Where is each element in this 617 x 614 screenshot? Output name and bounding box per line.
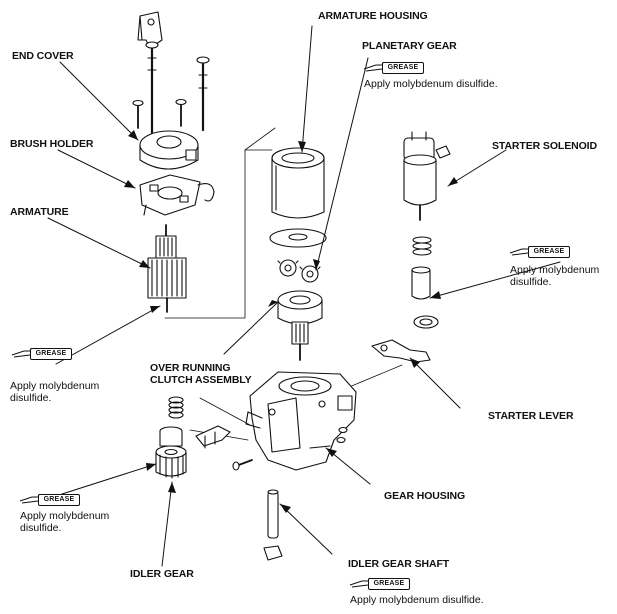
grease-icon: GREASE	[362, 60, 424, 74]
note-armature: Apply molybdenum disulfide.	[10, 380, 99, 404]
grease-icon: GREASE	[10, 346, 72, 360]
note-armature-line1: Apply molybdenum	[10, 380, 100, 392]
label-idler-gear-shaft: IDLER GEAR SHAFT	[348, 558, 450, 570]
label-brush-holder: BRUSH HOLDER	[10, 138, 94, 150]
label-end-cover: END COVER	[12, 50, 74, 62]
grease-tag-solenoid: GREASE	[528, 246, 570, 258]
internal-gear-washer	[269, 228, 327, 248]
gear-housing-part	[245, 371, 357, 471]
armature-part	[147, 224, 187, 313]
grease-tag-shaft: GREASE	[368, 578, 410, 590]
starter-solenoid-part	[403, 131, 451, 221]
note-starter-solenoid-line1: Apply molybdenum	[510, 264, 600, 276]
note-armature-line2: disulfide.	[10, 392, 52, 404]
note-idler-gear-line1: Apply molybdenum	[20, 510, 110, 522]
label-armature-housing: ARMATURE HOUSING	[318, 10, 428, 22]
end-cover-bracket-and-bolts	[132, 11, 210, 147]
note-planetary-gear: Apply molybdenum disulfide.	[364, 78, 498, 90]
label-starter-solenoid: STARTER SOLENOID	[492, 140, 597, 152]
leader-arrowheads	[124, 130, 458, 513]
grease-icon: GREASE	[18, 492, 80, 506]
note-starter-solenoid-line2: disulfide.	[510, 276, 552, 288]
brush-holder-part	[139, 174, 215, 216]
solenoid-plunger-part	[411, 236, 439, 329]
leader-lines	[47, 25, 561, 567]
label-over-running-clutch-line2: CLUTCH ASSEMBLY	[150, 374, 252, 386]
idler-gear-shaft-part	[263, 489, 283, 561]
note-idler-gear-shaft: Apply molybdenum disulfide.	[350, 594, 484, 606]
label-over-running-clutch: OVER RUNNING CLUTCH ASSEMBLY	[150, 362, 252, 386]
label-armature: ARMATURE	[10, 206, 69, 218]
grease-tag-idler: GREASE	[38, 494, 80, 506]
note-starter-solenoid: Apply molybdenum disulfide.	[510, 264, 599, 288]
grease-icon: GREASE	[348, 576, 410, 590]
label-gear-housing: GEAR HOUSING	[384, 490, 466, 502]
housing-bolt-part	[232, 459, 253, 471]
label-starter-lever: STARTER LEVER	[488, 410, 574, 422]
label-over-running-clutch-line1: OVER RUNNING	[150, 362, 231, 374]
idler-spring-part	[168, 396, 231, 449]
note-idler-gear-line2: disulfide.	[20, 522, 62, 534]
grease-tag-planetary: GREASE	[382, 62, 424, 74]
grease-tag-armature: GREASE	[30, 348, 72, 360]
note-idler-gear: Apply molybdenum disulfide.	[20, 510, 109, 534]
label-planetary-gear: PLANETARY GEAR	[362, 40, 457, 52]
label-idler-gear: IDLER GEAR	[130, 568, 194, 580]
idler-gear-part	[155, 426, 187, 479]
armature-housing-part	[271, 147, 325, 219]
planetary-gears-part	[277, 259, 321, 283]
end-cover-part	[139, 130, 199, 170]
starter-lever-part	[371, 339, 431, 363]
grease-icon: GREASE	[508, 244, 570, 258]
over-running-clutch-part	[277, 290, 323, 361]
